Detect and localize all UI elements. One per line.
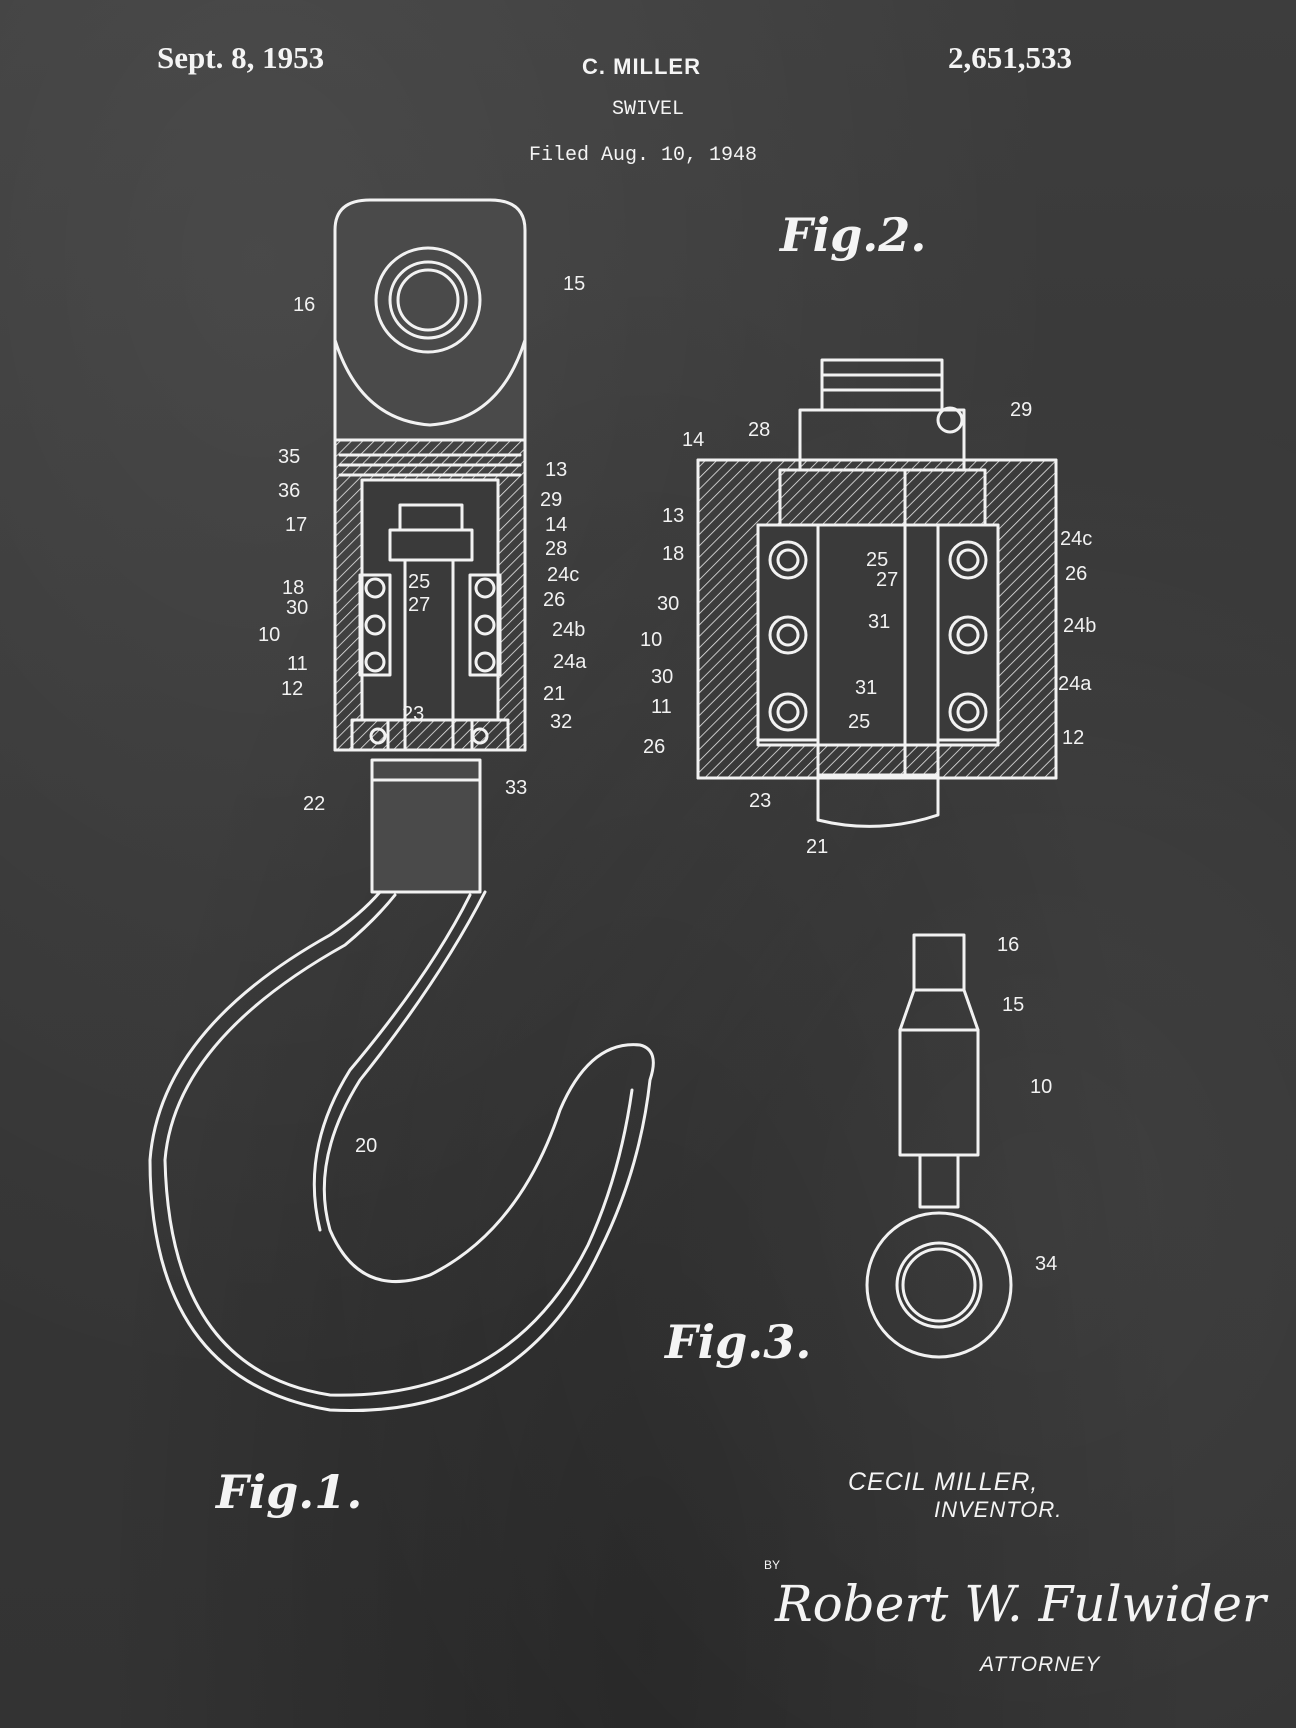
ref-numeral: 22 bbox=[303, 793, 325, 815]
ref-numeral: 16 bbox=[293, 294, 315, 316]
ref-numeral: 31 bbox=[855, 677, 877, 699]
fig1-numerals: 16 15 35 13 36 29 17 14 28 18 25 24c 30 … bbox=[258, 273, 587, 1157]
inventor-name: CECIL MILLER, bbox=[848, 1468, 1039, 1496]
ref-numeral: 30 bbox=[286, 597, 308, 619]
ref-numeral: 11 bbox=[651, 696, 672, 718]
fig1-swivel-hook bbox=[148, 198, 655, 1413]
ref-numeral: 26 bbox=[643, 736, 665, 758]
patent-number: 2,651,533 bbox=[948, 40, 1072, 75]
ref-numeral: 34 bbox=[1035, 1253, 1057, 1275]
ref-numeral: 14 bbox=[682, 429, 704, 451]
ref-numeral: 24a bbox=[553, 651, 587, 673]
ref-numeral: 21 bbox=[543, 683, 565, 705]
ref-numeral: 32 bbox=[550, 711, 572, 733]
figure-2-label: Fig.2. bbox=[780, 208, 927, 262]
ref-numeral: 18 bbox=[662, 543, 684, 565]
ref-numeral: 25 bbox=[848, 711, 870, 733]
by-label: BY bbox=[764, 1558, 781, 1572]
ref-numeral: 18 bbox=[282, 577, 304, 599]
ref-numeral: 35 bbox=[278, 446, 300, 468]
ref-numeral: 24c bbox=[1060, 528, 1092, 550]
ref-numeral: 12 bbox=[1062, 727, 1084, 749]
ref-numeral: 24b bbox=[552, 619, 585, 641]
ref-numeral: 10 bbox=[1030, 1076, 1052, 1098]
ref-numeral: 15 bbox=[563, 273, 585, 295]
ref-numeral: 13 bbox=[545, 459, 567, 481]
ref-numeral: 12 bbox=[281, 678, 303, 700]
figure-1-label: Fig.1. bbox=[216, 1465, 363, 1519]
ref-numeral: 26 bbox=[1065, 563, 1087, 585]
ref-numeral: 16 bbox=[997, 934, 1019, 956]
ref-numeral: 11 bbox=[287, 653, 308, 675]
ref-numeral: 17 bbox=[285, 514, 307, 536]
fig2-bearing-section bbox=[696, 358, 1058, 828]
fig3-numerals: 16 15 10 34 bbox=[997, 934, 1057, 1275]
ref-numeral: 24c bbox=[547, 564, 579, 586]
ref-numeral: 30 bbox=[657, 593, 679, 615]
inventor-role: INVENTOR. bbox=[934, 1497, 1063, 1522]
ref-numeral: 24a bbox=[1058, 673, 1092, 695]
ref-numeral: 10 bbox=[258, 624, 280, 646]
inventor-header: C. MILLER bbox=[582, 54, 701, 79]
ref-numeral: 28 bbox=[748, 419, 770, 441]
fig3-side-view bbox=[865, 933, 1013, 1359]
ref-numeral: 14 bbox=[545, 514, 567, 536]
filed-date: Filed Aug. 10, 1948 bbox=[529, 144, 758, 167]
ref-numeral: 25 bbox=[408, 571, 430, 593]
ref-numeral: 10 bbox=[640, 629, 662, 651]
ref-numeral: 24b bbox=[1063, 615, 1096, 637]
ref-numeral: 15 bbox=[1002, 994, 1024, 1016]
ref-numeral: 28 bbox=[545, 538, 567, 560]
ref-numeral: 23 bbox=[749, 790, 771, 812]
ref-numeral: 29 bbox=[1010, 399, 1032, 421]
ref-numeral: 29 bbox=[540, 489, 562, 511]
ref-numeral: 20 bbox=[355, 1135, 377, 1157]
ref-numeral: 31 bbox=[868, 611, 890, 633]
patent-title: SWIVEL bbox=[612, 98, 685, 121]
fig2-numerals: 14 28 29 13 18 25 24c 27 26 30 31 10 24b… bbox=[640, 399, 1096, 858]
ref-numeral: 27 bbox=[408, 594, 430, 616]
ref-numeral: 26 bbox=[543, 589, 565, 611]
ref-numeral: 23 bbox=[402, 703, 424, 725]
figure-3-label: Fig.3. bbox=[665, 1315, 812, 1369]
ref-numeral: 25 bbox=[866, 549, 888, 571]
attorney-signature: Robert W. Fulwider bbox=[775, 1575, 1266, 1633]
ref-numeral: 33 bbox=[505, 777, 527, 799]
ref-numeral: 36 bbox=[278, 480, 300, 502]
patent-date: Sept. 8, 1953 bbox=[157, 40, 325, 75]
ref-numeral: 21 bbox=[806, 836, 828, 858]
ref-numeral: 27 bbox=[876, 569, 898, 591]
ref-numeral: 13 bbox=[662, 505, 684, 527]
ref-numeral: 30 bbox=[651, 666, 673, 688]
attorney-label: ATTORNEY bbox=[980, 1653, 1101, 1676]
